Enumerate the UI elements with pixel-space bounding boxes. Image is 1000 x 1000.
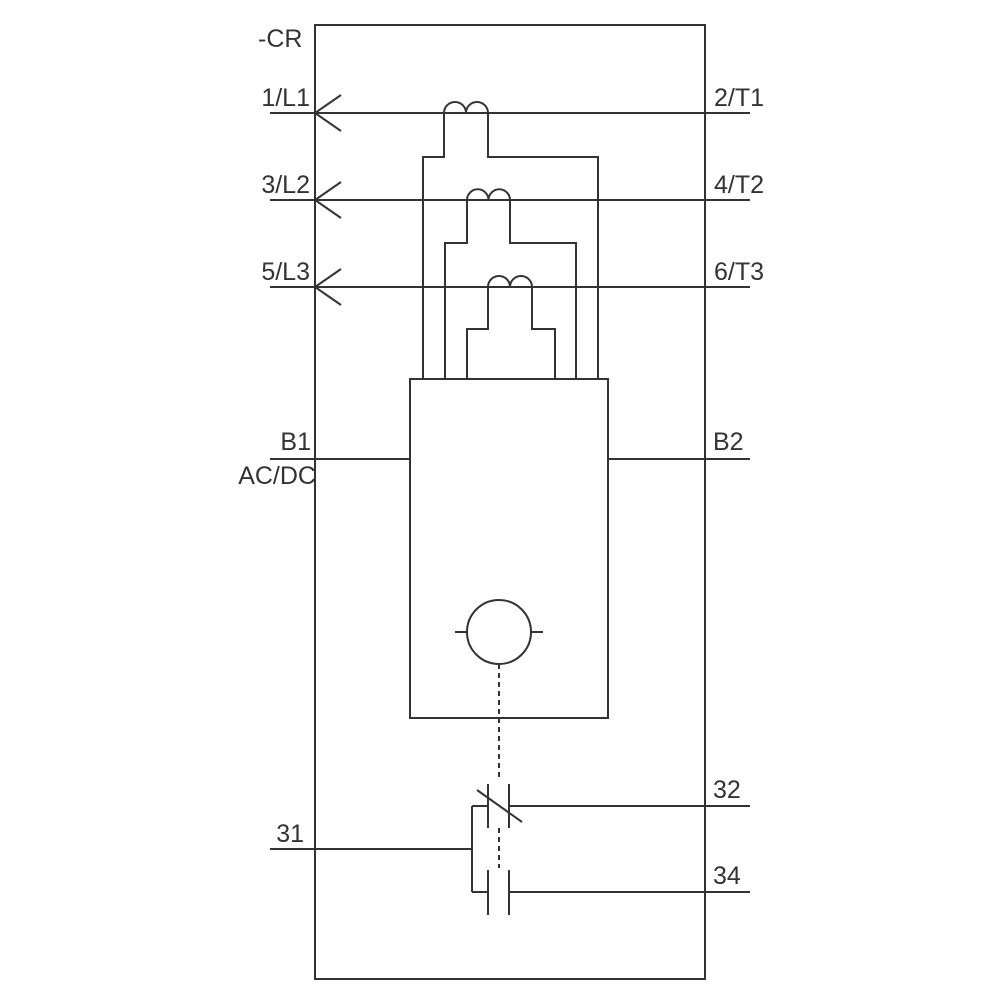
ct-frame-l1-left (422, 113, 445, 379)
terminal-label-6t3: 6/T3 (714, 258, 764, 286)
ct-frame-l3-right (531, 287, 556, 379)
terminal-label-4t2: 4/T2 (714, 171, 764, 199)
device-ref-label: -CR (258, 25, 302, 53)
phase-l3: 5/L3 6/T3 (261, 258, 764, 379)
terminal-label-34: 34 (713, 862, 741, 890)
terminal-label-1l1: 1/L1 (261, 84, 310, 112)
ct-coil-l1-icon (443, 101, 489, 114)
ct-coil-l3-icon (487, 275, 533, 288)
ct-frame-l3-left (466, 287, 489, 379)
device-outline (314, 24, 706, 980)
phase-l3-arrow-icon (313, 268, 342, 306)
supply-type-label: AC/DC (238, 462, 316, 490)
terminal-label-32: 32 (713, 776, 741, 804)
nc-contact-slash-icon (476, 789, 523, 823)
ct-frame-l2-left (444, 200, 468, 379)
terminal-label-b1: B1 (280, 428, 311, 456)
ct-frame-l1-right (487, 113, 599, 379)
terminal-label-b2: B2 (713, 428, 744, 456)
ct-frame-l2-right (509, 200, 577, 379)
phase-l1-arrow-icon (313, 94, 342, 132)
ct-coil-l2-icon (466, 188, 511, 201)
terminal-label-31: 31 (276, 820, 304, 848)
terminal-label-5l3: 5/L3 (261, 258, 310, 286)
phase-l2-arrow-icon (313, 181, 342, 219)
aux-contact-block: 31 32 34 (270, 776, 750, 915)
terminal-label-2t1: 2/T1 (714, 84, 764, 112)
relay-body-box (409, 378, 609, 719)
adjustment-dial-icon (466, 599, 532, 665)
control-supply: B1 AC/DC B2 (238, 428, 750, 490)
terminal-label-3l2: 3/L2 (261, 171, 310, 199)
phase-l1: 1/L1 2/T1 (261, 84, 764, 379)
phase-l2: 3/L2 4/T2 (261, 171, 764, 379)
adjustment-dial (455, 599, 543, 665)
